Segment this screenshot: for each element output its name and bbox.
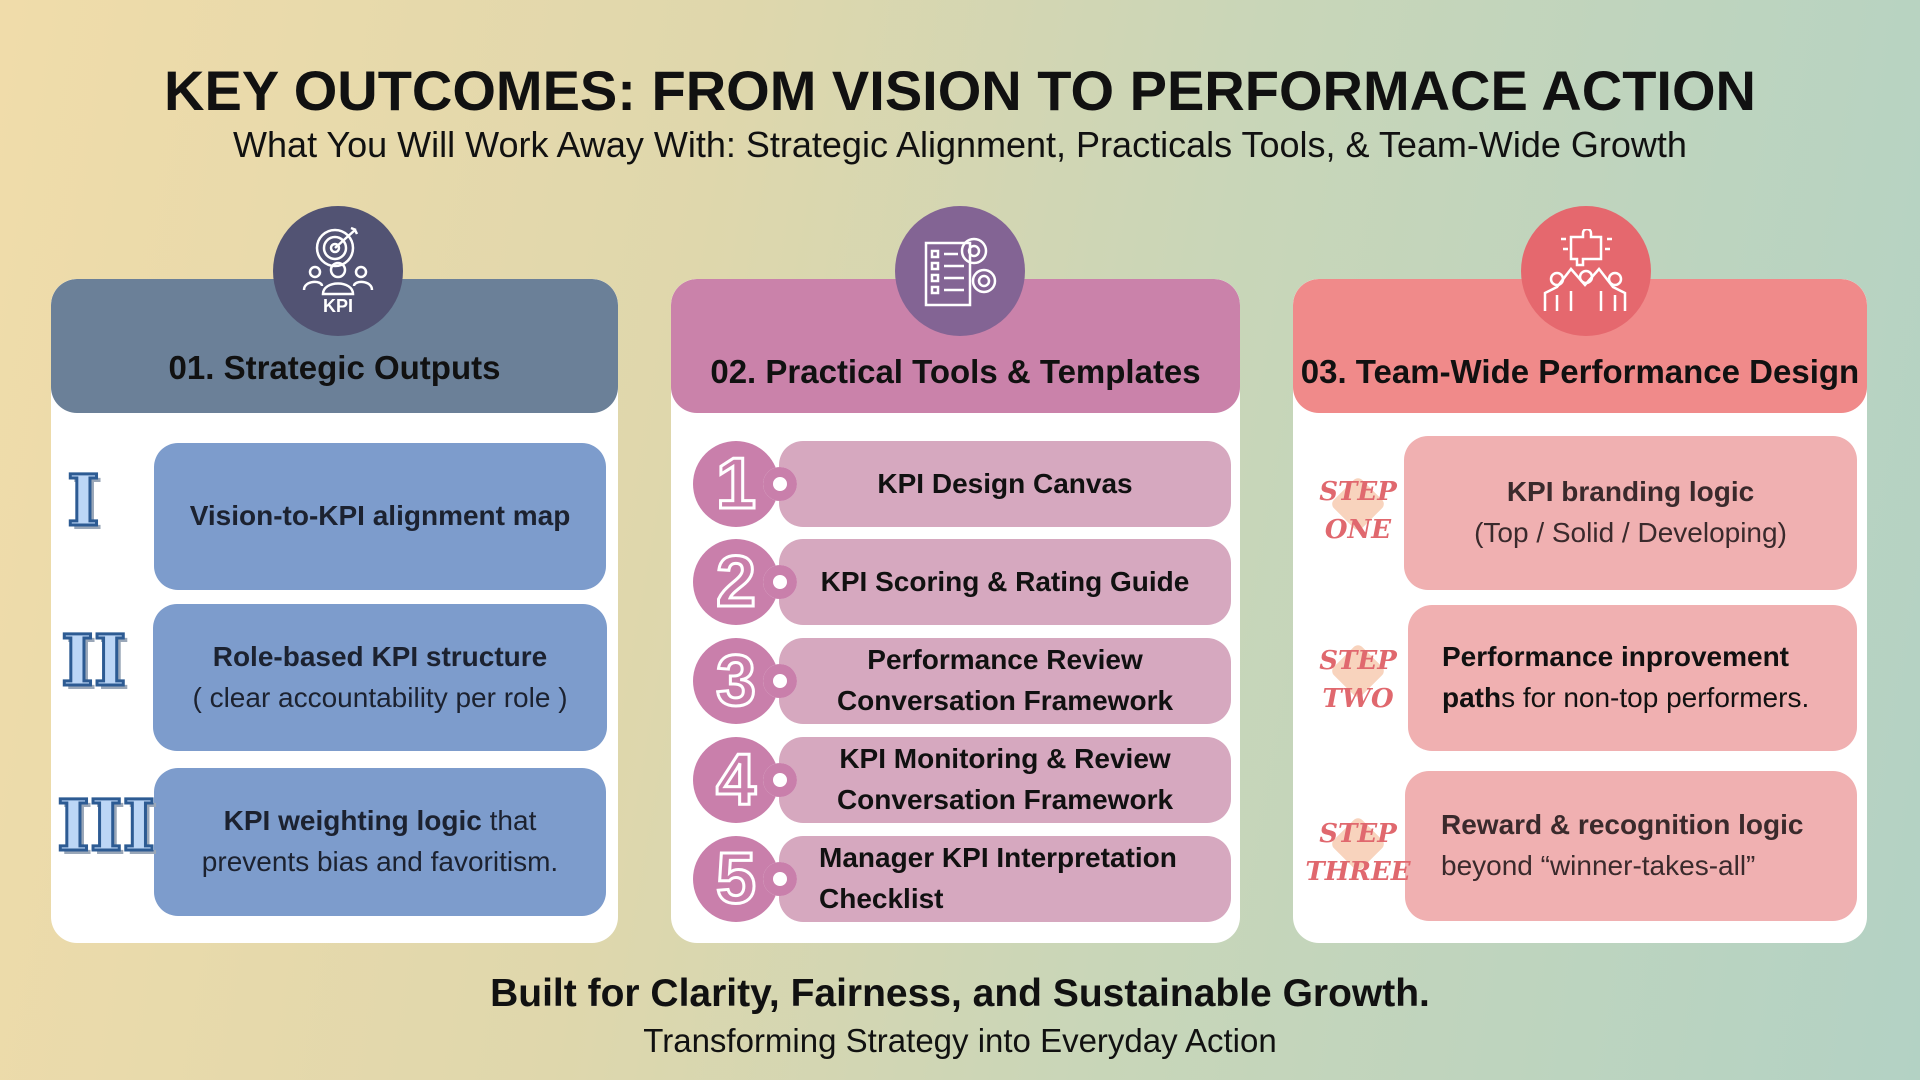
roman-marker: III [55, 783, 156, 869]
item-title: KPI weighting logic [223, 805, 482, 837]
card-strategic-outputs: 01. Strategic Outputs Vision-to-KPI alig… [51, 279, 618, 943]
roman-marker: I [66, 458, 102, 544]
item-desc: ( clear accountability per role ) [192, 681, 568, 713]
card-title: 03. Team-Wide Performance Design [1300, 353, 1860, 390]
badge-label: KPI [322, 295, 353, 316]
list-item: KPI branding logic (Top / Solid / Develop… [1404, 436, 1857, 590]
item-desc: that [481, 805, 537, 837]
roman-marker: II [60, 618, 128, 704]
item-title: Performance Review [867, 644, 1143, 676]
list-item: KPI Scoring & Rating Guide [779, 539, 1231, 625]
item-title: KPI Scoring & Rating Guide [820, 565, 1190, 597]
card-team-performance: 03. Team-Wide Performance Design KPI bra… [1293, 279, 1867, 943]
item-desc: (Top / Solid / Developing) [1474, 517, 1787, 548]
item-title: Vision-to-KPI alignment map [189, 500, 571, 532]
badge-tools [895, 206, 1025, 336]
list-item: Vision-to-KPI alignment map [154, 443, 606, 590]
list-item: KPI Design Canvas [779, 441, 1231, 527]
page-title: KEY OUTCOMES: FROM VISION TO PERFORMACE … [164, 59, 1756, 122]
item-desc: prevents bias and favoritism. [201, 846, 559, 877]
item-title: KPI branding logic [1506, 476, 1755, 508]
page-subtitle: What You Will Work Away With: Strategic … [233, 124, 1687, 165]
item-title: KPI Design Canvas [877, 467, 1133, 499]
item-title: Checklist [819, 883, 944, 914]
number-marker: 1 [693, 441, 797, 527]
item-title: Role-based KPI structure [212, 640, 548, 672]
badge-team [1521, 206, 1651, 336]
item-title: KPI Monitoring & Review [839, 743, 1171, 775]
item-title: Manager KPI Interpretation [819, 842, 1177, 874]
number-marker: 5 [693, 836, 797, 922]
item-desc: s for non-top performers. [1501, 682, 1810, 713]
item-title: Conversation Framework [836, 784, 1174, 815]
item-title: Performance inprovement [1442, 641, 1789, 673]
card-title: 01. Strategic Outputs [168, 349, 501, 386]
list-item: Performance inprovement paths for non-top… [1408, 605, 1857, 751]
item-title: Conversation Framework [836, 685, 1174, 716]
card-title: 02. Practical Tools & Templates [710, 353, 1201, 390]
number-marker: 2 [693, 539, 797, 625]
target-team-icon [302, 226, 374, 295]
list-item: Reward & recognition logic beyond “winner… [1405, 771, 1857, 921]
footer-headline: Built for Clarity, Fairness, and Sustain… [490, 972, 1430, 1015]
checklist-gears-icon [924, 237, 997, 307]
number-marker: 4 [693, 737, 797, 823]
item-desc: beyond “winner-takes-all” [1441, 850, 1756, 881]
list-item: KPI weighting logic that prevents bias an… [154, 768, 606, 916]
item-title: Reward & recognition logic [1441, 809, 1804, 841]
item-title: path [1442, 682, 1502, 713]
footer-tagline: Transforming Strategy into Everyday Acti… [643, 1022, 1277, 1059]
badge-kpi: KPI [273, 206, 403, 336]
number-marker: 3 [693, 638, 797, 724]
card-practical-tools: 02. Practical Tools & Templates KPI Desi… [671, 279, 1240, 943]
list-item: Role-based KPI structure ( clear accounta… [153, 604, 607, 751]
team-puzzle-icon [1543, 229, 1627, 311]
